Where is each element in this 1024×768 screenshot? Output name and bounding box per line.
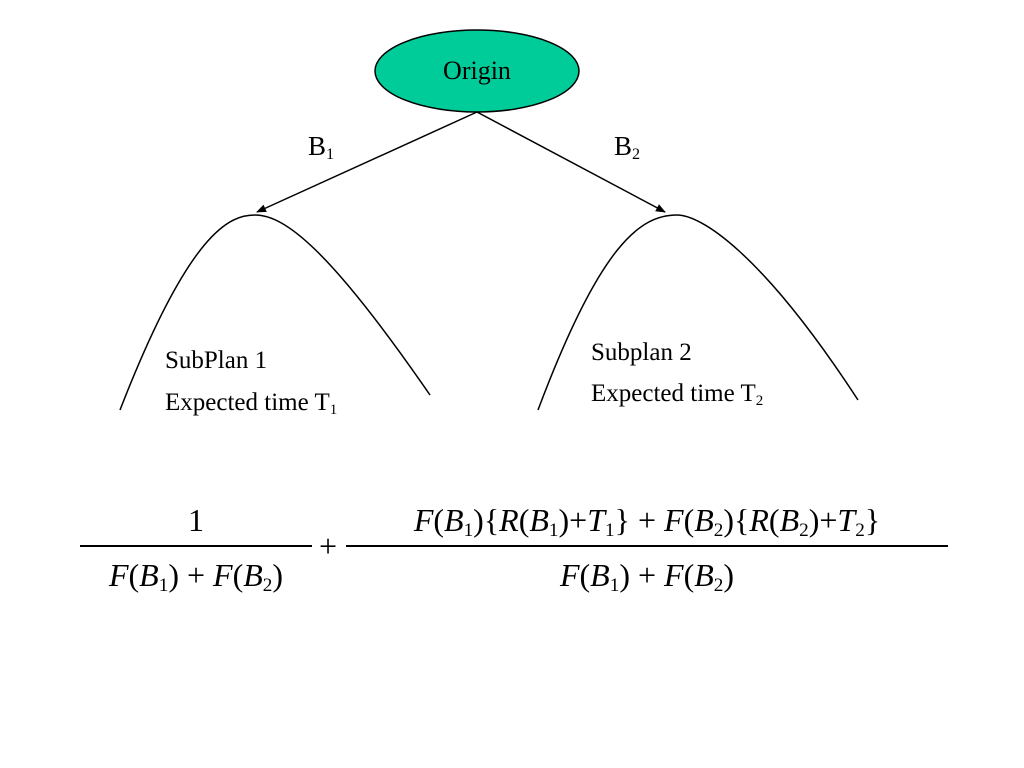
- branch-2-label: B2: [614, 131, 641, 164]
- subplan-1-title: SubPlan 1: [165, 347, 268, 374]
- fraction-1-numerator: 1: [188, 502, 204, 538]
- subplan-2-title: Subplan 2: [591, 339, 692, 366]
- fraction-2-bar: [346, 545, 948, 547]
- subplan-1-curve: [119, 214, 431, 411]
- subplan-2-time: Expected time T2: [591, 380, 764, 409]
- fraction-2-denominator: F(B1) + F(B2): [559, 557, 735, 596]
- fraction-1-bar: [80, 545, 312, 547]
- origin-label: Origin: [443, 56, 511, 85]
- subplan-2-curve: [537, 214, 859, 411]
- fraction-2-numerator: F(B1){R(B1)+T1} + F(B2){R(B2)+T2}: [413, 502, 881, 541]
- subplan-1-time: Expected time T1: [165, 389, 338, 418]
- fraction-1-denominator: F(B1) + F(B2): [108, 557, 284, 596]
- edge-b1-arrow: [256, 111, 478, 213]
- branch-1-label: B1: [308, 131, 335, 164]
- formula-plus: +: [318, 528, 338, 564]
- edge-b2-arrow: [476, 111, 666, 213]
